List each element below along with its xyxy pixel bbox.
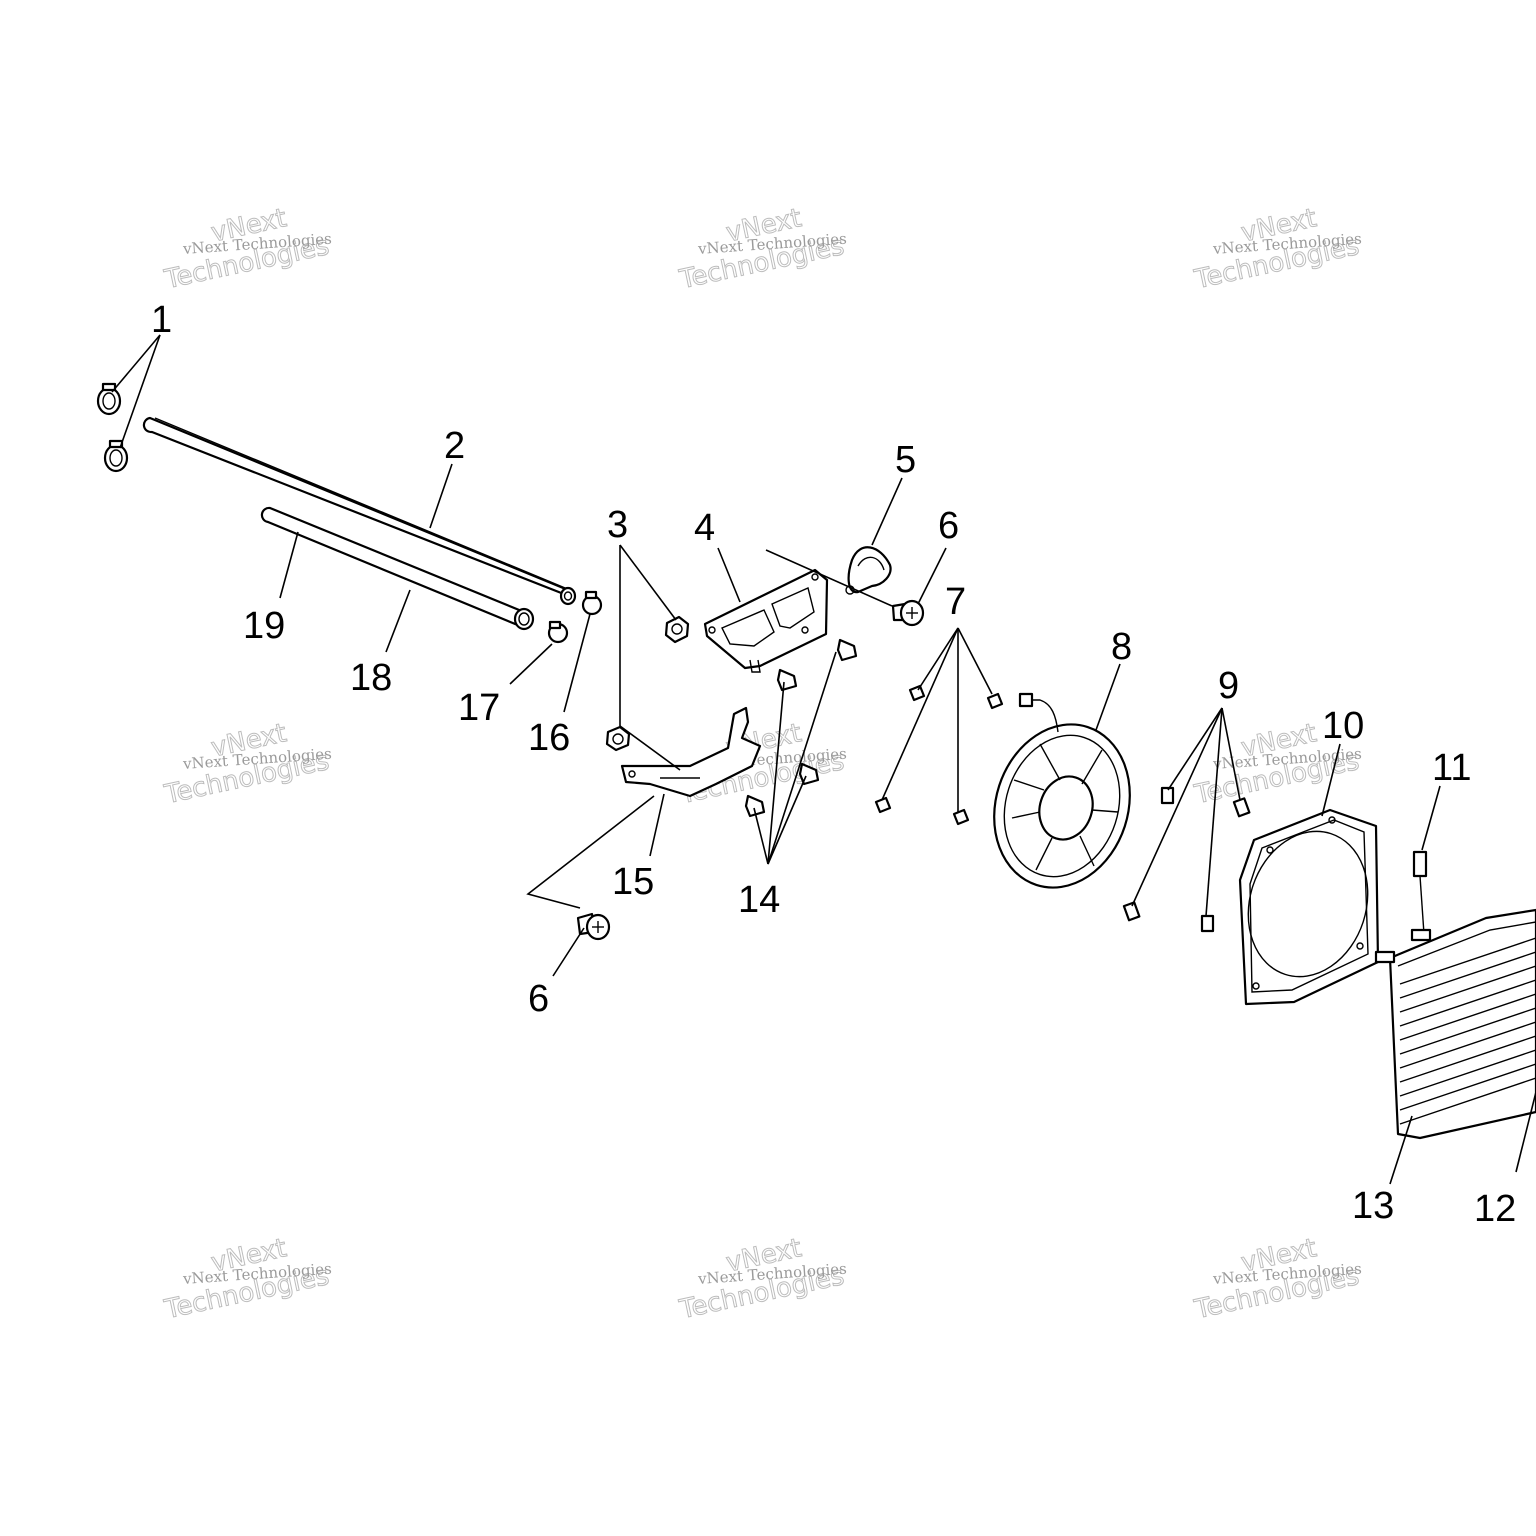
part-17-clamp <box>547 620 569 644</box>
part-16-clamp <box>581 590 603 616</box>
watermark: vNext Technologies vNext Technologies <box>676 1233 848 1326</box>
part-7-screws <box>874 684 1004 826</box>
part-15-lower-bracket <box>620 706 762 798</box>
watermark: vNext Technologies vNext Technologies <box>676 718 848 811</box>
part-5-clamp-strap <box>845 546 892 595</box>
callout-11: 11 <box>1432 747 1471 789</box>
part-9-clips <box>1122 786 1251 933</box>
callout-4: 4 <box>694 507 715 549</box>
callout-3: 3 <box>607 504 628 546</box>
callout-9: 9 <box>1218 665 1239 707</box>
part-1-hose-clamps <box>96 382 129 473</box>
watermark-layer: vNext Technologies vNext Technologies vN… <box>161 203 1363 1326</box>
part-10-fan-shroud <box>1238 808 1380 1006</box>
callout-5: 5 <box>895 439 916 481</box>
watermark: vNext Technologies vNext Technologies <box>161 1233 333 1326</box>
callout-10: 10 <box>1322 705 1364 747</box>
callout-8: 8 <box>1111 626 1132 668</box>
watermark: vNext Technologies vNext Technologies <box>676 203 848 296</box>
callout-15: 15 <box>612 861 654 903</box>
watermark: vNext Technologies vNext Technologies <box>1191 203 1363 296</box>
callout-1: 1 <box>151 299 172 341</box>
callout-6a: 6 <box>938 505 959 547</box>
callout-14: 14 <box>738 879 780 921</box>
watermark: vNext Technologies vNext Technologies <box>1191 1233 1363 1326</box>
callout-16: 16 <box>528 717 570 759</box>
part-13-radiator <box>1374 908 1536 1140</box>
callout-13: 13 <box>1352 1185 1394 1227</box>
part-4-mount-bracket <box>703 568 829 673</box>
part-8-fan-assembly <box>993 692 1131 889</box>
callout-19: 19 <box>243 605 285 647</box>
callout-2: 2 <box>444 425 465 467</box>
part-6-bolt-lower <box>576 912 611 941</box>
part-14-grommets <box>744 638 858 818</box>
watermark: vNext Technologies vNext Technologies <box>161 203 333 296</box>
part-3-nut-upper <box>664 615 690 644</box>
part-6-bolt-upper <box>891 599 925 627</box>
callout-7: 7 <box>945 581 966 623</box>
callout-17: 17 <box>458 687 500 729</box>
part-2-hose <box>142 416 577 606</box>
callout-12: 12 <box>1474 1188 1516 1230</box>
leader-lines <box>111 334 1536 1185</box>
callout-18: 18 <box>350 657 392 699</box>
watermark: vNext Technologies vNext Technologies <box>161 718 333 811</box>
part-18-hose <box>260 506 535 631</box>
part-11-sensor <box>1412 850 1428 935</box>
callout-6b: 6 <box>528 978 549 1020</box>
part-3-nut-lower <box>605 725 631 752</box>
callout-labels: 1 2 3 4 5 6 6 7 8 9 10 11 12 13 14 15 16… <box>151 299 1516 1230</box>
